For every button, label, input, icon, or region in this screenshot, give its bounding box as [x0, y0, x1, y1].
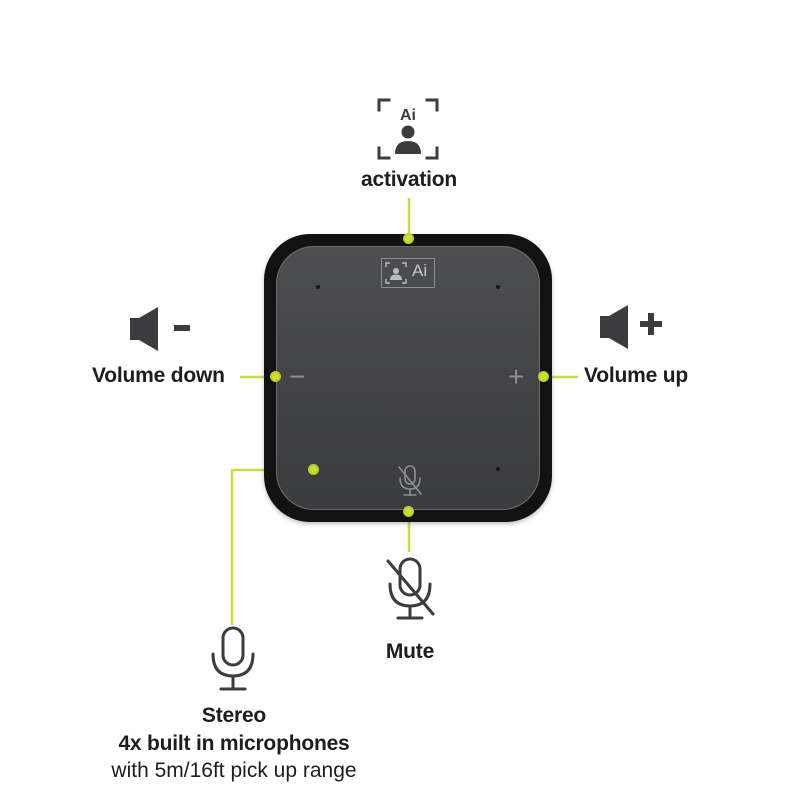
device-volume-up-button[interactable]: +: [508, 361, 525, 392]
activation-label: activation: [360, 168, 458, 191]
pickup-range-label: with 5m/16ft pick up range: [111, 759, 357, 782]
stereo-label: Stereo: [201, 704, 267, 727]
microphone-icon: [207, 625, 259, 693]
activation-callout-dot: [403, 233, 414, 244]
volume-up-callout-dot: [538, 371, 549, 382]
device-ai-text: Ai: [412, 261, 428, 280]
device-ai-person-icon: [385, 262, 407, 284]
speaker-minus-icon: [128, 306, 194, 352]
device-ai-button[interactable]: [381, 258, 435, 288]
microphone-muted-icon: [383, 556, 437, 622]
volume-down-label: Volume down: [92, 364, 225, 387]
mute-label: Mute: [385, 640, 435, 663]
mute-callout-dot: [403, 506, 414, 517]
microphones-label: 4x built in microphones: [118, 732, 350, 755]
ai-activation-icon: Ai: [377, 98, 439, 160]
svg-text:Ai: Ai: [400, 107, 416, 124]
speaker-plus-icon: [600, 302, 664, 352]
microphone-callout-dot: [308, 464, 319, 475]
volume-down-callout-dot: [270, 371, 281, 382]
device-volume-down-button[interactable]: −: [289, 361, 306, 392]
device-mute-button[interactable]: [396, 464, 424, 498]
mic-hole-top-left: [316, 285, 320, 289]
volume-up-label: Volume up: [584, 364, 688, 387]
mic-hole-bottom-right: [496, 467, 500, 471]
mic-hole-top-right: [496, 285, 500, 289]
